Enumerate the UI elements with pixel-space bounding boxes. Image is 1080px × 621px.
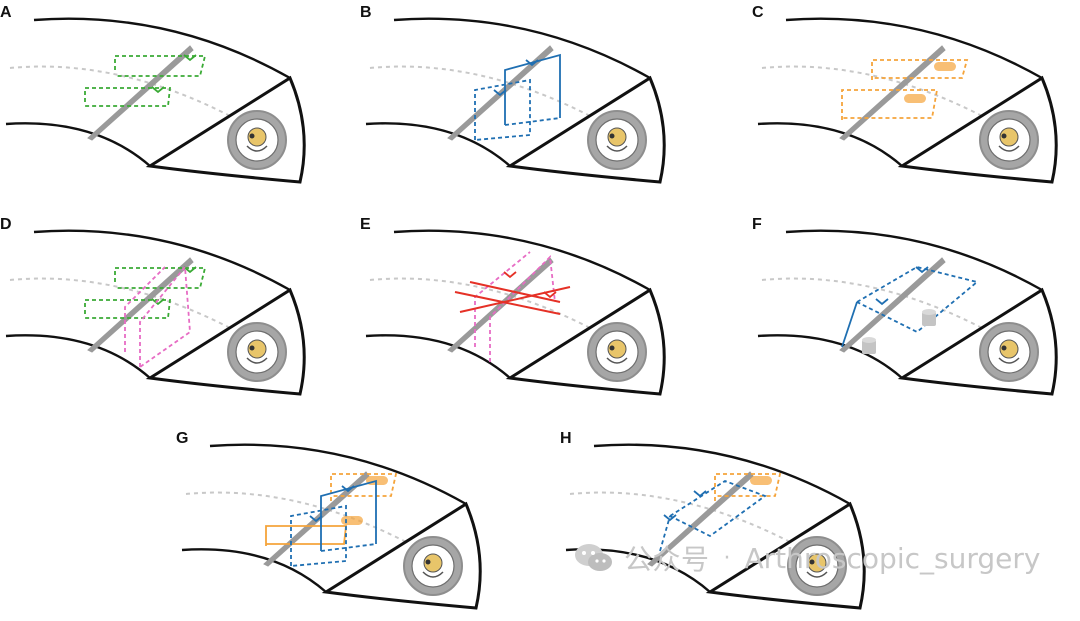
suture-mattress [504, 53, 561, 125]
panel-label: F [752, 216, 762, 233]
suture-knot [341, 485, 355, 493]
tendon-top-outline [393, 17, 651, 80]
watermark-text: 公众号 [624, 543, 710, 576]
suture-knot [525, 59, 539, 67]
tendon-top-outline [33, 17, 291, 80]
suture-knot [151, 86, 165, 94]
suture-loop [871, 59, 969, 80]
tendon-top-outline [593, 443, 851, 506]
suture-mattress [320, 479, 377, 551]
suture-loop [84, 299, 172, 319]
arthroscopy-logo [979, 322, 1039, 382]
bone-anchor [862, 337, 876, 354]
tendon-bottom-outline [757, 122, 903, 167]
suture-triangle [669, 479, 767, 538]
suture-knot [663, 514, 677, 522]
diagram-h [565, 443, 866, 610]
panel-f: F [752, 216, 1072, 401]
panel-label: A [0, 4, 12, 21]
pledget [934, 62, 956, 71]
tendon-bottom-outline [365, 334, 511, 379]
tear-line [447, 257, 554, 353]
suture-loop [330, 473, 398, 501]
suture-mattress [124, 266, 166, 352]
panel-g: G [176, 430, 496, 615]
panel-b: B [360, 4, 680, 189]
suture-mattress [139, 264, 191, 368]
watermark: 公众号 · Arthroscopic_surgery [572, 540, 1040, 576]
tendon-bottom-outline [365, 122, 511, 167]
suture-mattress [504, 117, 561, 126]
tendon-bottom-outline [5, 122, 151, 167]
suture-knot [543, 291, 557, 299]
suture-knot [875, 298, 889, 306]
diagram-g [181, 443, 482, 610]
tendon-top-outline [785, 17, 1043, 80]
suture-knot [151, 298, 165, 306]
arthroscopy-logo [227, 322, 287, 382]
suture-knot [915, 266, 929, 274]
arthroscopy-logo [787, 536, 847, 596]
tendon-bottom-outline [181, 548, 327, 593]
suture-knot [183, 266, 197, 274]
suture-loop [114, 267, 207, 289]
arthroscopy-logo [403, 536, 463, 596]
diagram-d [5, 229, 306, 396]
suture-knot [309, 515, 323, 523]
panel-label: D [0, 216, 12, 233]
wechat-icon [575, 544, 612, 571]
suture-triangle [659, 515, 671, 552]
diagram-b [365, 17, 666, 184]
panel-a: A [0, 4, 320, 189]
pledget [341, 516, 363, 525]
panel-label: C [752, 4, 764, 21]
suture-loop [265, 525, 348, 546]
suture-loop [114, 55, 207, 77]
tear-line [839, 257, 946, 353]
watermark-separator: · [723, 545, 731, 571]
suture-knot [693, 490, 707, 498]
pledget [904, 94, 926, 103]
suture-triangle [856, 266, 979, 334]
arthroscopy-logo [587, 110, 647, 170]
suture-loop [84, 87, 172, 107]
panel-label: H [560, 430, 572, 447]
suture-mattress [320, 543, 377, 552]
suture-triangle [841, 301, 858, 348]
suture-mattress [290, 504, 347, 567]
suture-cross [454, 281, 571, 315]
panel-label: B [360, 4, 372, 21]
arthroscopy-logo [227, 110, 287, 170]
arthroscopy-logo [587, 322, 647, 382]
tendon-top-outline [393, 229, 651, 292]
suture-loop [841, 89, 939, 120]
tendon-top-outline [33, 229, 291, 292]
panel-d: D [0, 216, 320, 401]
panel-h: H [560, 430, 880, 615]
arthroscopy-logo [979, 110, 1039, 170]
tendon-top-outline [785, 229, 1043, 292]
pledget [750, 476, 772, 485]
tear-line [839, 45, 946, 141]
suture-mattress [489, 255, 556, 362]
panel-e: E [360, 216, 680, 401]
bone-anchor [922, 309, 936, 326]
tendon-top-outline [209, 443, 467, 506]
suture-knot [183, 54, 197, 62]
suture-loop [714, 473, 782, 501]
diagram-f [757, 229, 1058, 396]
diagram-c [757, 17, 1058, 184]
diagram-e [365, 229, 666, 396]
diagram-a [5, 17, 306, 184]
suture-knot [503, 271, 517, 279]
tendon-bottom-outline [757, 334, 903, 379]
panel-label: G [176, 430, 189, 447]
watermark-handle: Arthroscopic_surgery [744, 541, 1041, 575]
tendon-bottom-outline [5, 334, 151, 379]
suture-mattress [474, 78, 531, 141]
panel-c: C [752, 4, 1072, 189]
panel-label: E [360, 216, 371, 233]
suture-knot [493, 89, 507, 97]
